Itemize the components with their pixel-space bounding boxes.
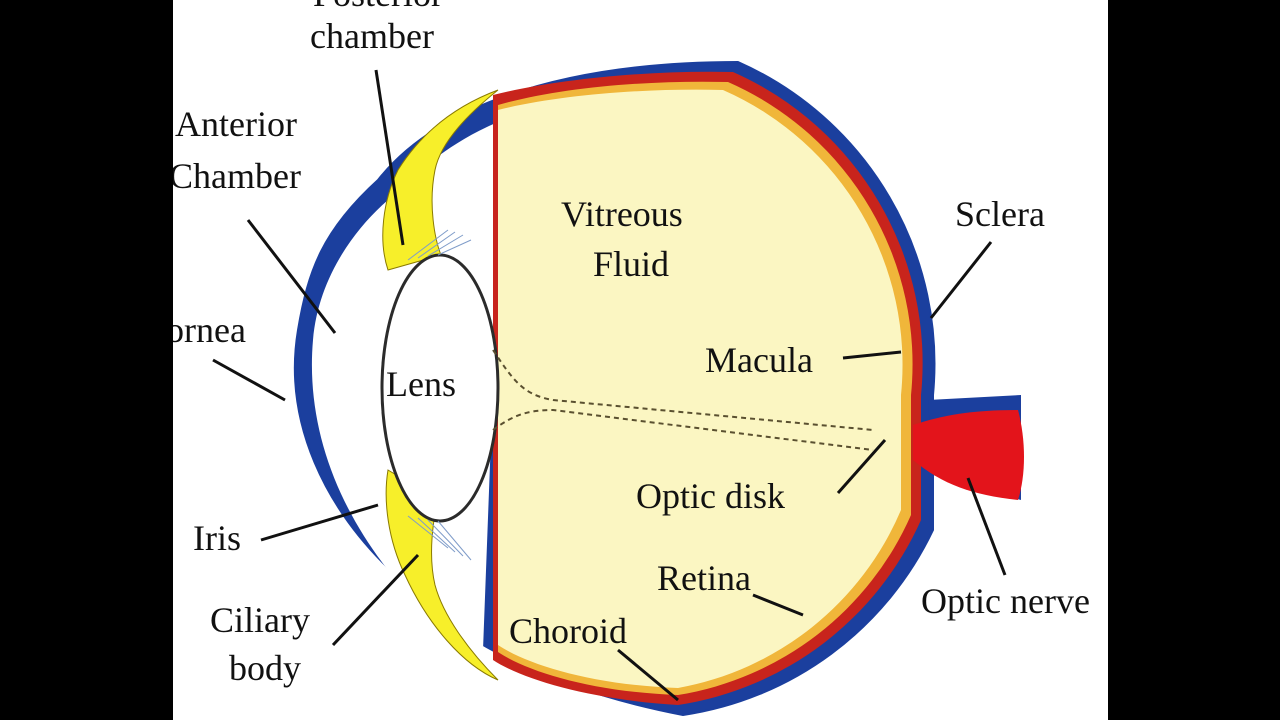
pointer-iris [260, 503, 379, 542]
pointer-ciliary-body [331, 553, 420, 647]
pointer-optic-nerve [966, 477, 1007, 576]
label-optic-disk: Optic disk [636, 476, 785, 516]
optic-nerve [913, 410, 1024, 500]
label-anterior-chamber-2: Chamber [173, 156, 301, 196]
pointer-macula [842, 350, 902, 360]
label-macula: Macula [705, 340, 813, 380]
pointer-sclera [929, 241, 993, 319]
label-ciliary-body-2: body [229, 648, 301, 688]
label-choroid: Choroid [509, 611, 627, 651]
eye-diagram: Posterior chamber Anterior Chamber Corne… [173, 0, 1090, 717]
label-iris: Iris [193, 518, 241, 558]
label-sclera: Sclera [955, 194, 1045, 234]
label-lens: Lens [386, 364, 456, 404]
label-posterior-chamber: chamber [310, 16, 434, 56]
diagram-canvas: Posterior chamber Anterior Chamber Corne… [173, 0, 1108, 720]
label-vitreous-2: Fluid [593, 244, 669, 284]
label-optic-nerve: Optic nerve [921, 581, 1090, 621]
pointer-optic-disk [836, 439, 887, 494]
zonule-fibers [407, 229, 472, 561]
label-cornea: Cornea [173, 310, 246, 350]
label-ciliary-body-1: Ciliary [210, 600, 310, 640]
pointer-posterior-chamber [374, 69, 405, 246]
pointer-lines [212, 69, 1007, 702]
label-anterior-chamber-1: Anterior [175, 104, 297, 144]
vitreous-body [498, 89, 903, 688]
optic-axis-lines [492, 349, 874, 451]
pointer-anterior-chamber [246, 219, 337, 334]
label-vitreous-1: Vitreous [561, 194, 683, 234]
lens [380, 253, 500, 523]
label-retina: Retina [657, 558, 751, 598]
pointer-choroid [617, 648, 679, 702]
ciliary-body-lower [385, 469, 499, 681]
pointer-cornea [212, 358, 286, 402]
ciliary-body-upper [382, 89, 499, 271]
label-posterior-chamber-top: Posterior [313, 0, 443, 14]
pointer-retina [752, 593, 804, 617]
